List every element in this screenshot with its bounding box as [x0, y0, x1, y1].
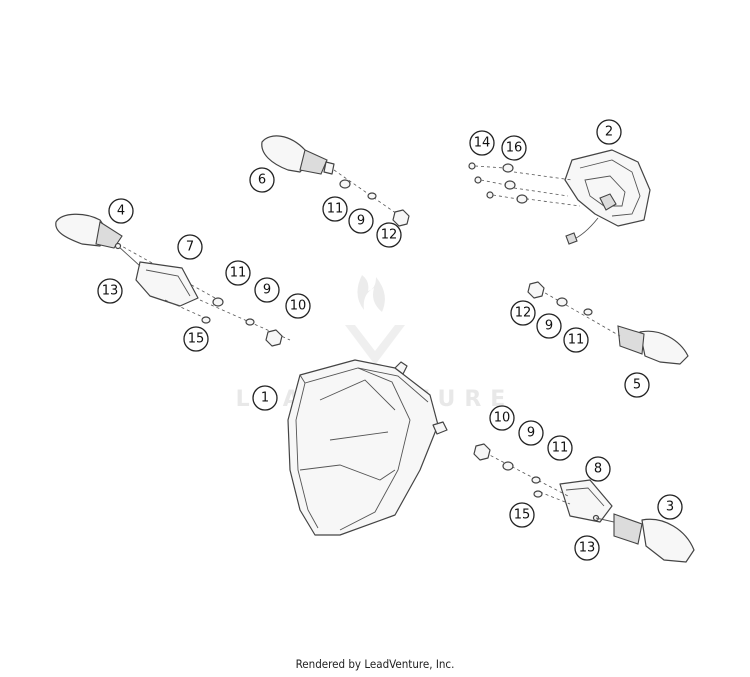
- callout-7: 7: [177, 234, 203, 260]
- svg-text:8: 8: [594, 462, 602, 477]
- callout-13: 13: [574, 535, 600, 561]
- callout-10: 10: [285, 293, 311, 319]
- svg-text:10: 10: [290, 299, 307, 314]
- footer-credit: Rendered by LeadVenture, Inc.: [295, 657, 455, 671]
- callout-9: 9: [254, 277, 280, 303]
- svg-text:15: 15: [188, 332, 205, 347]
- svg-text:13: 13: [579, 541, 596, 556]
- tail-light-assembly: [468, 149, 651, 245]
- callout-15: 15: [509, 502, 535, 528]
- callout-14: 14: [469, 130, 495, 156]
- callout-9: 9: [348, 208, 374, 234]
- callout-11: 11: [563, 327, 589, 353]
- svg-text:11: 11: [568, 333, 585, 348]
- callout-3: 3: [657, 494, 683, 520]
- callout-2: 2: [596, 119, 622, 145]
- callout-4: 4: [108, 198, 134, 224]
- svg-text:13: 13: [102, 284, 119, 299]
- callout-9: 9: [536, 313, 562, 339]
- callout-9: 9: [518, 420, 544, 446]
- svg-text:14: 14: [474, 136, 491, 151]
- svg-text:1: 1: [261, 391, 269, 406]
- turn-signal-upper: [261, 135, 410, 227]
- svg-text:15: 15: [514, 508, 531, 523]
- callout-6: 6: [249, 167, 275, 193]
- svg-text:12: 12: [381, 228, 398, 243]
- svg-text:4: 4: [117, 204, 125, 219]
- callout-10: 10: [489, 405, 515, 431]
- callout-12: 12: [510, 300, 536, 326]
- svg-text:9: 9: [545, 319, 553, 334]
- turn-signal-rear-right-lower: [473, 443, 695, 563]
- svg-text:9: 9: [263, 283, 271, 298]
- callout-11: 11: [225, 260, 251, 286]
- svg-text:12: 12: [515, 306, 532, 321]
- callout-12: 12: [376, 222, 402, 248]
- callout-11: 11: [322, 196, 348, 222]
- svg-text:5: 5: [633, 378, 641, 393]
- svg-text:11: 11: [327, 202, 344, 217]
- svg-text:2: 2: [605, 125, 613, 140]
- svg-text:9: 9: [527, 426, 535, 441]
- turn-signal-rear-right: [527, 281, 689, 365]
- svg-text:16: 16: [506, 141, 523, 156]
- headlight-housing: [287, 359, 448, 536]
- svg-text:11: 11: [552, 441, 569, 456]
- callout-15: 15: [183, 326, 209, 352]
- callout-11: 11: [547, 435, 573, 461]
- callout-5: 5: [624, 372, 650, 398]
- callout-8: 8: [585, 456, 611, 482]
- svg-text:10: 10: [494, 411, 511, 426]
- callout-16: 16: [501, 135, 527, 161]
- svg-text:6: 6: [258, 173, 266, 188]
- svg-text:9: 9: [357, 214, 365, 229]
- indicator-bracket-left: [114, 242, 291, 347]
- callout-13: 13: [97, 278, 123, 304]
- svg-text:11: 11: [230, 266, 247, 281]
- callout-1: 1: [252, 385, 278, 411]
- svg-text:7: 7: [186, 240, 194, 255]
- svg-text:3: 3: [666, 500, 674, 515]
